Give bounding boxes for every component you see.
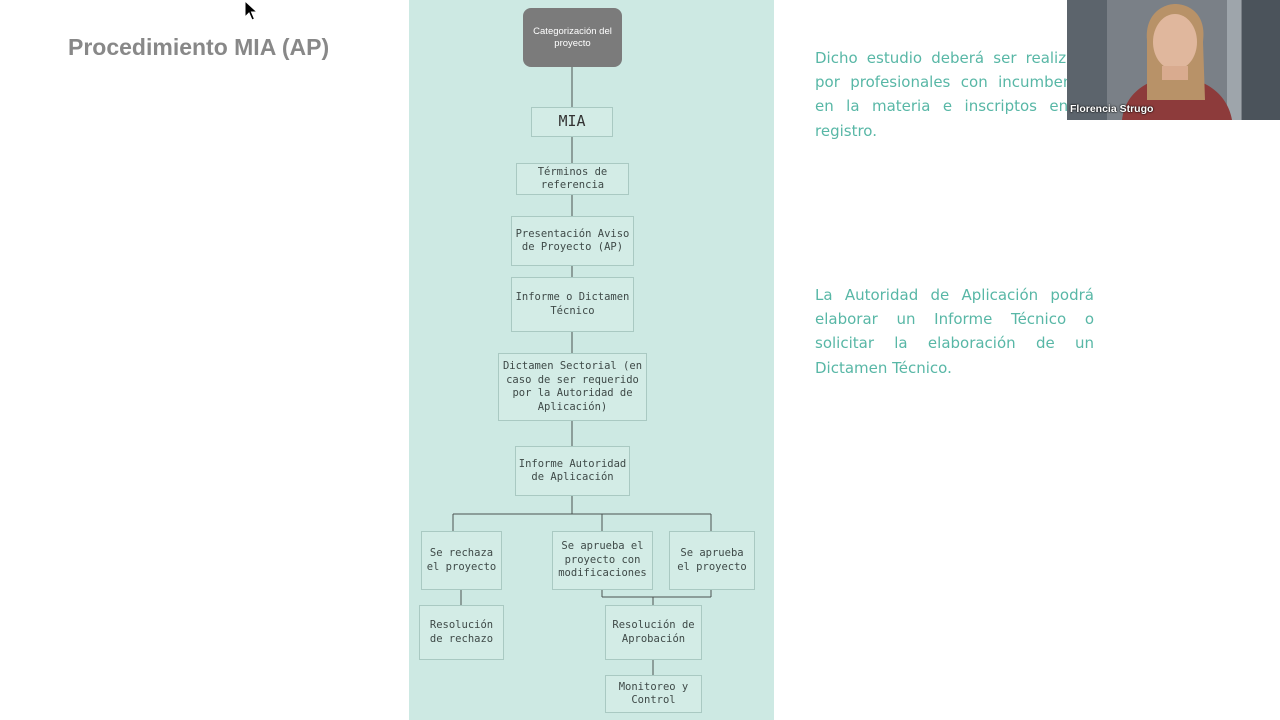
node-presentacion-aviso: Presentación Aviso de Proyecto (AP) (511, 216, 634, 266)
slide-title: Procedimiento MIA (AP) (68, 34, 330, 60)
node-terminos-referencia: Términos de referencia (516, 163, 629, 195)
node-dictamen-sectorial: Dictamen Sectorial (en caso de ser reque… (498, 353, 647, 421)
paragraph-autoridad-aplicacion: La Autoridad de Aplicación podrá elabora… (815, 286, 1094, 377)
flowchart-connectors (452, 67, 712, 675)
flowchart-panel: Categorización del proyecto MIA Términos… (409, 0, 774, 720)
node-monitoreo-control: Monitoreo y Control (605, 675, 702, 713)
participant-video-tile[interactable]: Florencia Strugo (1067, 0, 1280, 120)
node-resolucion-rechazo: Resolución de rechazo (419, 605, 504, 660)
node-informe-dictamen: Informe o Dictamen Técnico (511, 277, 634, 332)
node-resolucion-aprobacion: Resolución de Aprobación (605, 605, 702, 660)
participant-name-label: Florencia Strugo (1070, 103, 1154, 115)
node-categorizacion: Categorización del proyecto (523, 8, 622, 67)
participant-avatar (1067, 0, 1280, 120)
node-informe-autoridad: Informe Autoridad de Aplicación (515, 446, 630, 496)
node-se-aprueba: Se aprueba el proyecto (669, 531, 755, 590)
node-se-aprueba-modificaciones: Se aprueba el proyecto con modificacione… (552, 531, 653, 590)
node-mia: MIA (531, 107, 613, 137)
paragraph-profesionales: Dicho estudio deberá ser realizado por p… (815, 49, 1094, 140)
node-se-rechaza: Se rechaza el proyecto (421, 531, 502, 590)
mouse-cursor-icon (244, 0, 259, 21)
